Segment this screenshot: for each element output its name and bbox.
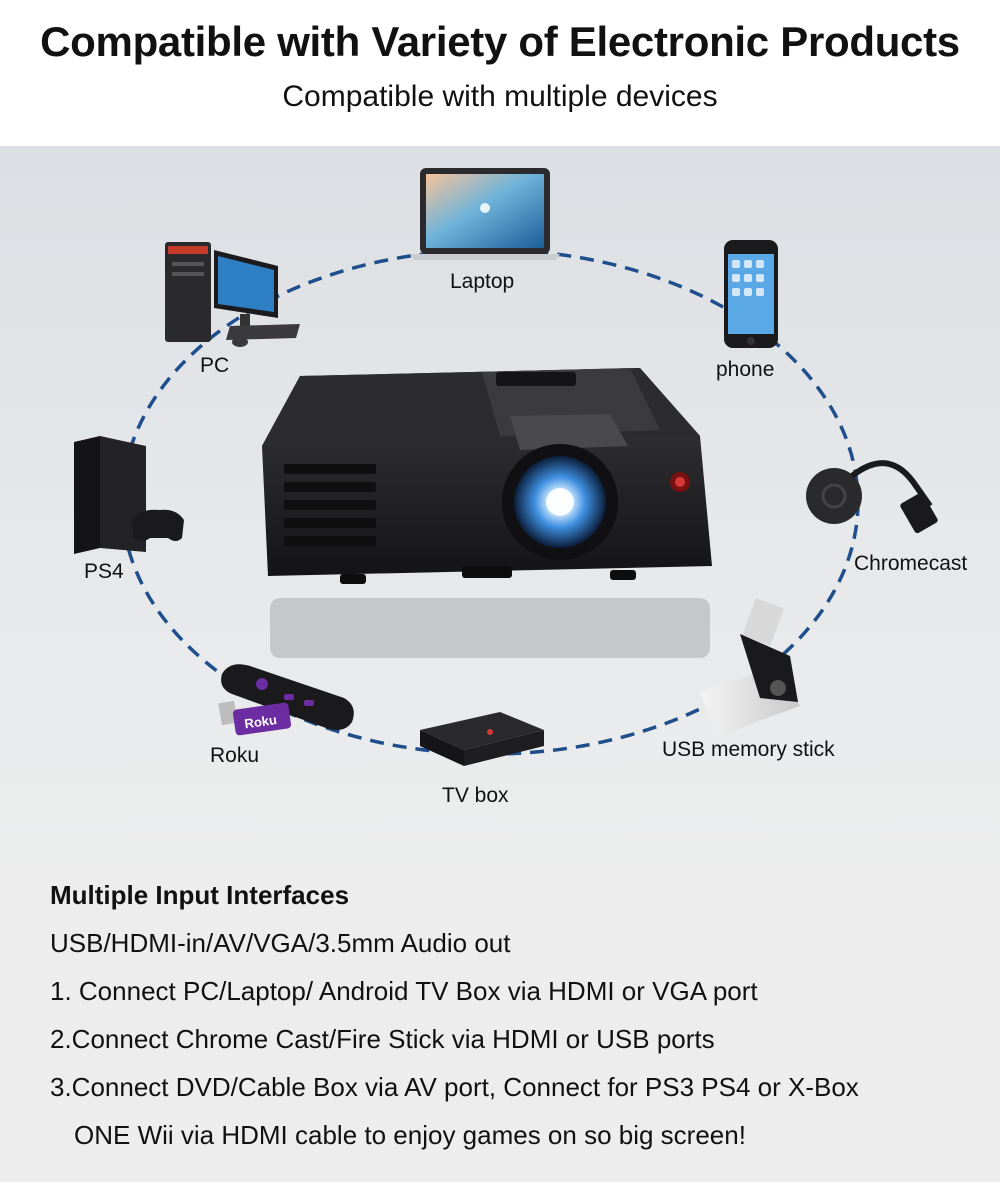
chromecast-icon: [806, 460, 938, 534]
diagram-graphics: Roku: [74, 168, 938, 766]
roku-logo-text: Roku: [243, 712, 277, 731]
label-roku: Roku: [210, 744, 260, 767]
laptop-icon: [410, 168, 560, 260]
roku-icon: Roku: [218, 664, 354, 736]
label-usb-memory-stick: USB memory stick: [662, 738, 835, 761]
pc-icon: [165, 242, 300, 347]
interfaces-heading: Multiple Input Interfaces: [50, 880, 350, 910]
page-title: Compatible with Variety of Electronic Pr…: [40, 18, 960, 65]
projector-icon: [262, 368, 712, 584]
usb-stick-icon: [700, 598, 800, 736]
label-tv-box: TV box: [442, 784, 509, 807]
interface-item-1: 1. Connect PC/Laptop/ Android TV Box via…: [50, 976, 758, 1006]
label-chromecast: Chromecast: [854, 552, 968, 575]
projector-reflection: [270, 598, 710, 658]
phone-icon: [724, 240, 778, 348]
label-pc: PC: [200, 354, 230, 377]
header: Compatible with Variety of Electronic Pr…: [0, 0, 1000, 146]
page-subtitle: Compatible with multiple devices: [282, 80, 718, 113]
tv-box-icon: [420, 712, 544, 766]
interfaces-ports: USB/HDMI-in/AV/VGA/3.5mm Audio out: [50, 928, 511, 958]
label-laptop: Laptop: [450, 270, 515, 293]
ps4-icon: [74, 436, 184, 554]
label-ps4: PS4: [84, 560, 124, 583]
interface-item-3-continued: ONE Wii via HDMI cable to enjoy games on…: [74, 1120, 746, 1150]
interfaces-panel: Multiple Input Interfaces USB/HDMI-in/AV…: [0, 866, 1000, 1182]
device-diagram: Roku Laptop PC phone PS4 Chromecast Roku…: [0, 146, 1000, 866]
label-phone: phone: [716, 358, 775, 381]
interface-item-3: 3.Connect DVD/Cable Box via AV port, Con…: [50, 1072, 859, 1102]
interface-item-2: 2.Connect Chrome Cast/Fire Stick via HDM…: [50, 1024, 715, 1054]
